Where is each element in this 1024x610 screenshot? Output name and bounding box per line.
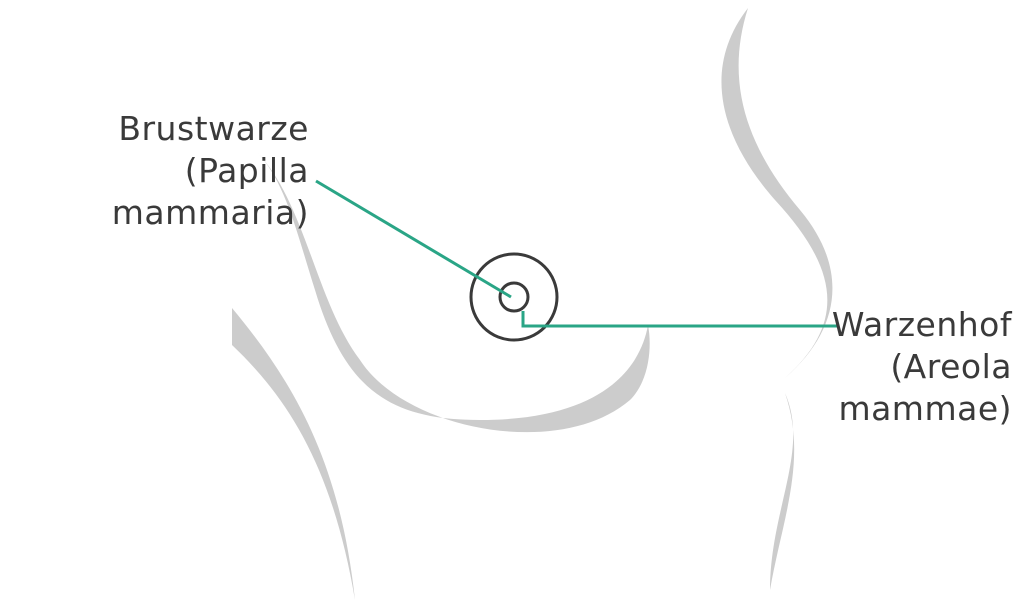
areola-label: Warzenhof (Areola mammae): [832, 304, 1012, 430]
areola-circle: [469, 252, 559, 342]
arm-outline: [232, 308, 355, 600]
nipple-label-line1: Brustwarze: [118, 109, 309, 148]
torso-back-outline: [721, 8, 833, 378]
torso-lower-outline: [770, 393, 795, 590]
areola-label-line1: Warzenhof: [831, 305, 1012, 344]
areola-leader-line: [521, 311, 838, 328]
nipple-label: Brustwarze (Papilla mammaria): [112, 108, 309, 234]
nipple-circle: [498, 281, 530, 313]
nipple-label-line3: mammaria): [111, 193, 309, 232]
nipple-label-line2: (Papilla: [184, 151, 309, 190]
areola-label-line2: (Areola: [890, 347, 1012, 386]
nipple-leader-line: [315, 179, 512, 299]
breast-underside-outline: [255, 150, 650, 433]
areola-label-line3: mammae): [838, 389, 1012, 428]
